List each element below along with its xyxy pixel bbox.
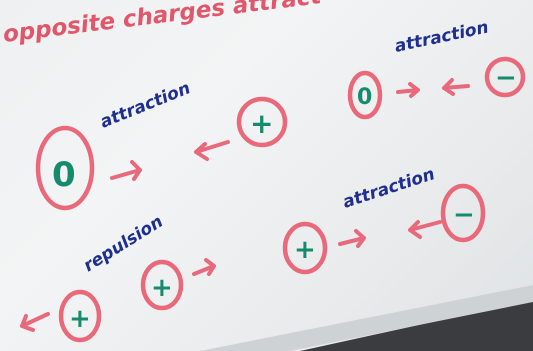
board-tray <box>200 285 533 351</box>
label-attraction-left: attraction <box>97 78 193 132</box>
negative-charge-symbol: − <box>495 63 517 93</box>
arrow-right-repulsion <box>192 258 216 276</box>
positive-charge-ring-3 <box>58 289 102 343</box>
arrow-right-middle <box>338 229 366 248</box>
label-attraction-top-right: attraction <box>393 17 490 56</box>
arrow-left-middle <box>408 220 442 239</box>
arrow-right-top <box>396 82 420 98</box>
positive-charge-ring-1 <box>236 96 288 148</box>
title-text: opposite charges attract <box>2 0 324 48</box>
label-attraction-middle: attraction <box>340 164 437 213</box>
positive-charge-ring-4 <box>140 259 184 311</box>
positive-charge-symbol-3: + <box>69 304 91 334</box>
positive-charge-symbol-4: + <box>151 273 173 303</box>
arrow-left-top <box>442 78 470 96</box>
negative-charge-ring <box>484 56 526 98</box>
positive-charge-symbol-1: + <box>250 107 273 140</box>
neutral-charge-symbol: 0 <box>357 85 372 110</box>
arrow-right-left <box>110 160 142 181</box>
neutral-large-symbol: 0 <box>52 155 76 195</box>
positive-charge-ring-2 <box>282 221 328 275</box>
negative-charge-symbol-2: − <box>453 200 475 230</box>
negative-charge-ring-2 <box>440 183 486 243</box>
arrow-left-repulsion <box>20 312 50 332</box>
neutral-charge-ring <box>347 70 383 120</box>
neutral-large-ring <box>35 125 95 211</box>
positive-charge-symbol-2: + <box>294 235 316 265</box>
arrow-left-left <box>194 140 230 161</box>
